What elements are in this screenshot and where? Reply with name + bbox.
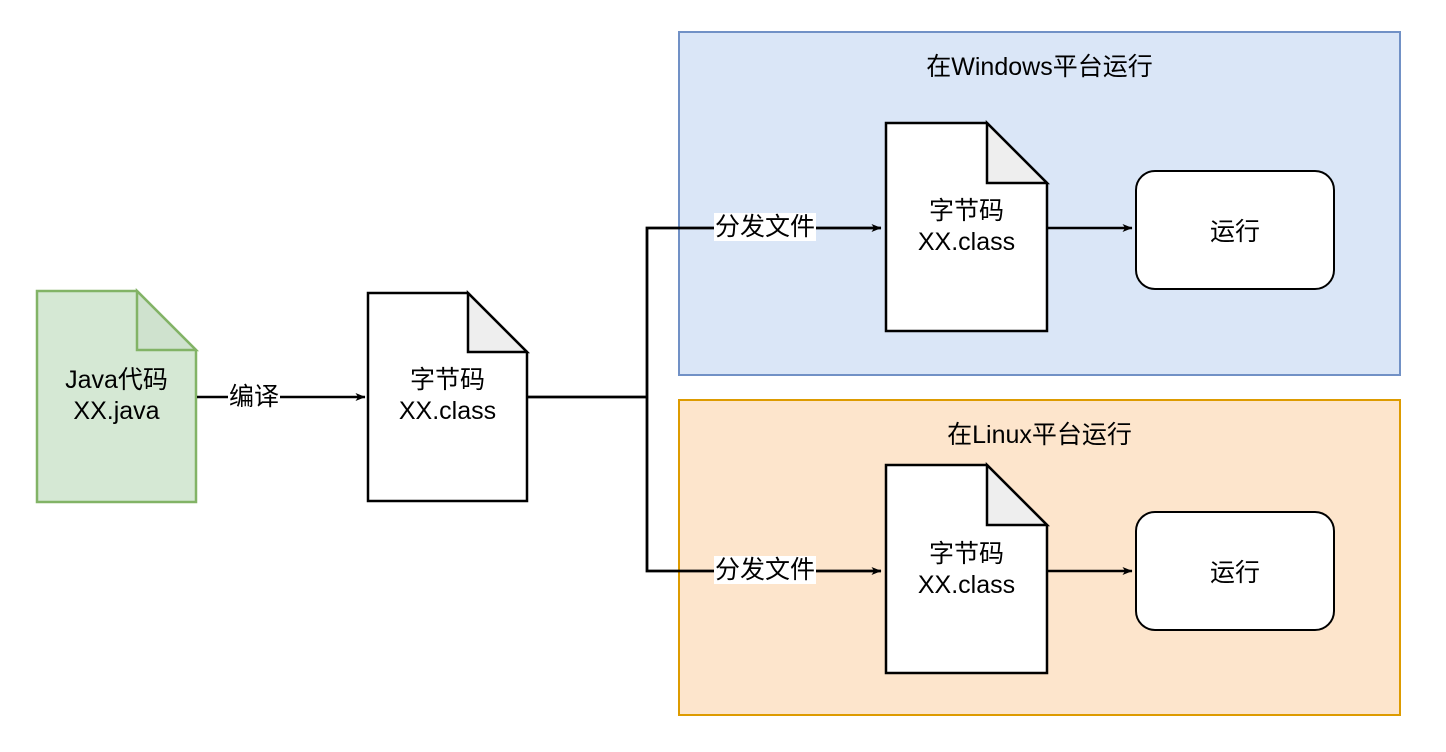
windows-run-box[interactable]: 运行 [1135, 170, 1335, 290]
java-source-doc-body [35, 289, 198, 504]
compile-edge-label: 编译 [228, 383, 281, 411]
panel-linux-title: 在Linux平台运行 [947, 421, 1132, 449]
branch-to-windows [645, 224, 882, 397]
linux-run-box-label: 运行 [1209, 559, 1260, 587]
java-source-document-shape [35, 287, 200, 504]
linux-bytecode-document-shape [884, 461, 1051, 675]
linux-bytecode-doc-body [884, 463, 1049, 675]
branch-to-linux [645, 397, 882, 575]
panel-windows-title: 在Windows平台运行 [926, 53, 1153, 81]
linux-run-box[interactable]: 运行 [1135, 511, 1335, 631]
bytecode-doc-body [366, 291, 529, 503]
linux-distribute-label: 分发文件 [714, 556, 817, 584]
bytecode-document-shape [366, 289, 531, 503]
branch-connector [528, 224, 882, 575]
java-source-doc-fold [135, 287, 200, 352]
windows-bytecode-document-shape [884, 119, 1051, 333]
windows-bytecode-doc-body [884, 121, 1049, 333]
windows-run-box-label: 运行 [1209, 218, 1260, 246]
bytecode-doc-fold [466, 289, 531, 354]
linux-bytecode-doc-fold [985, 461, 1051, 527]
windows-distribute-label: 分发文件 [714, 213, 817, 241]
windows-bytecode-doc-fold [985, 119, 1051, 185]
